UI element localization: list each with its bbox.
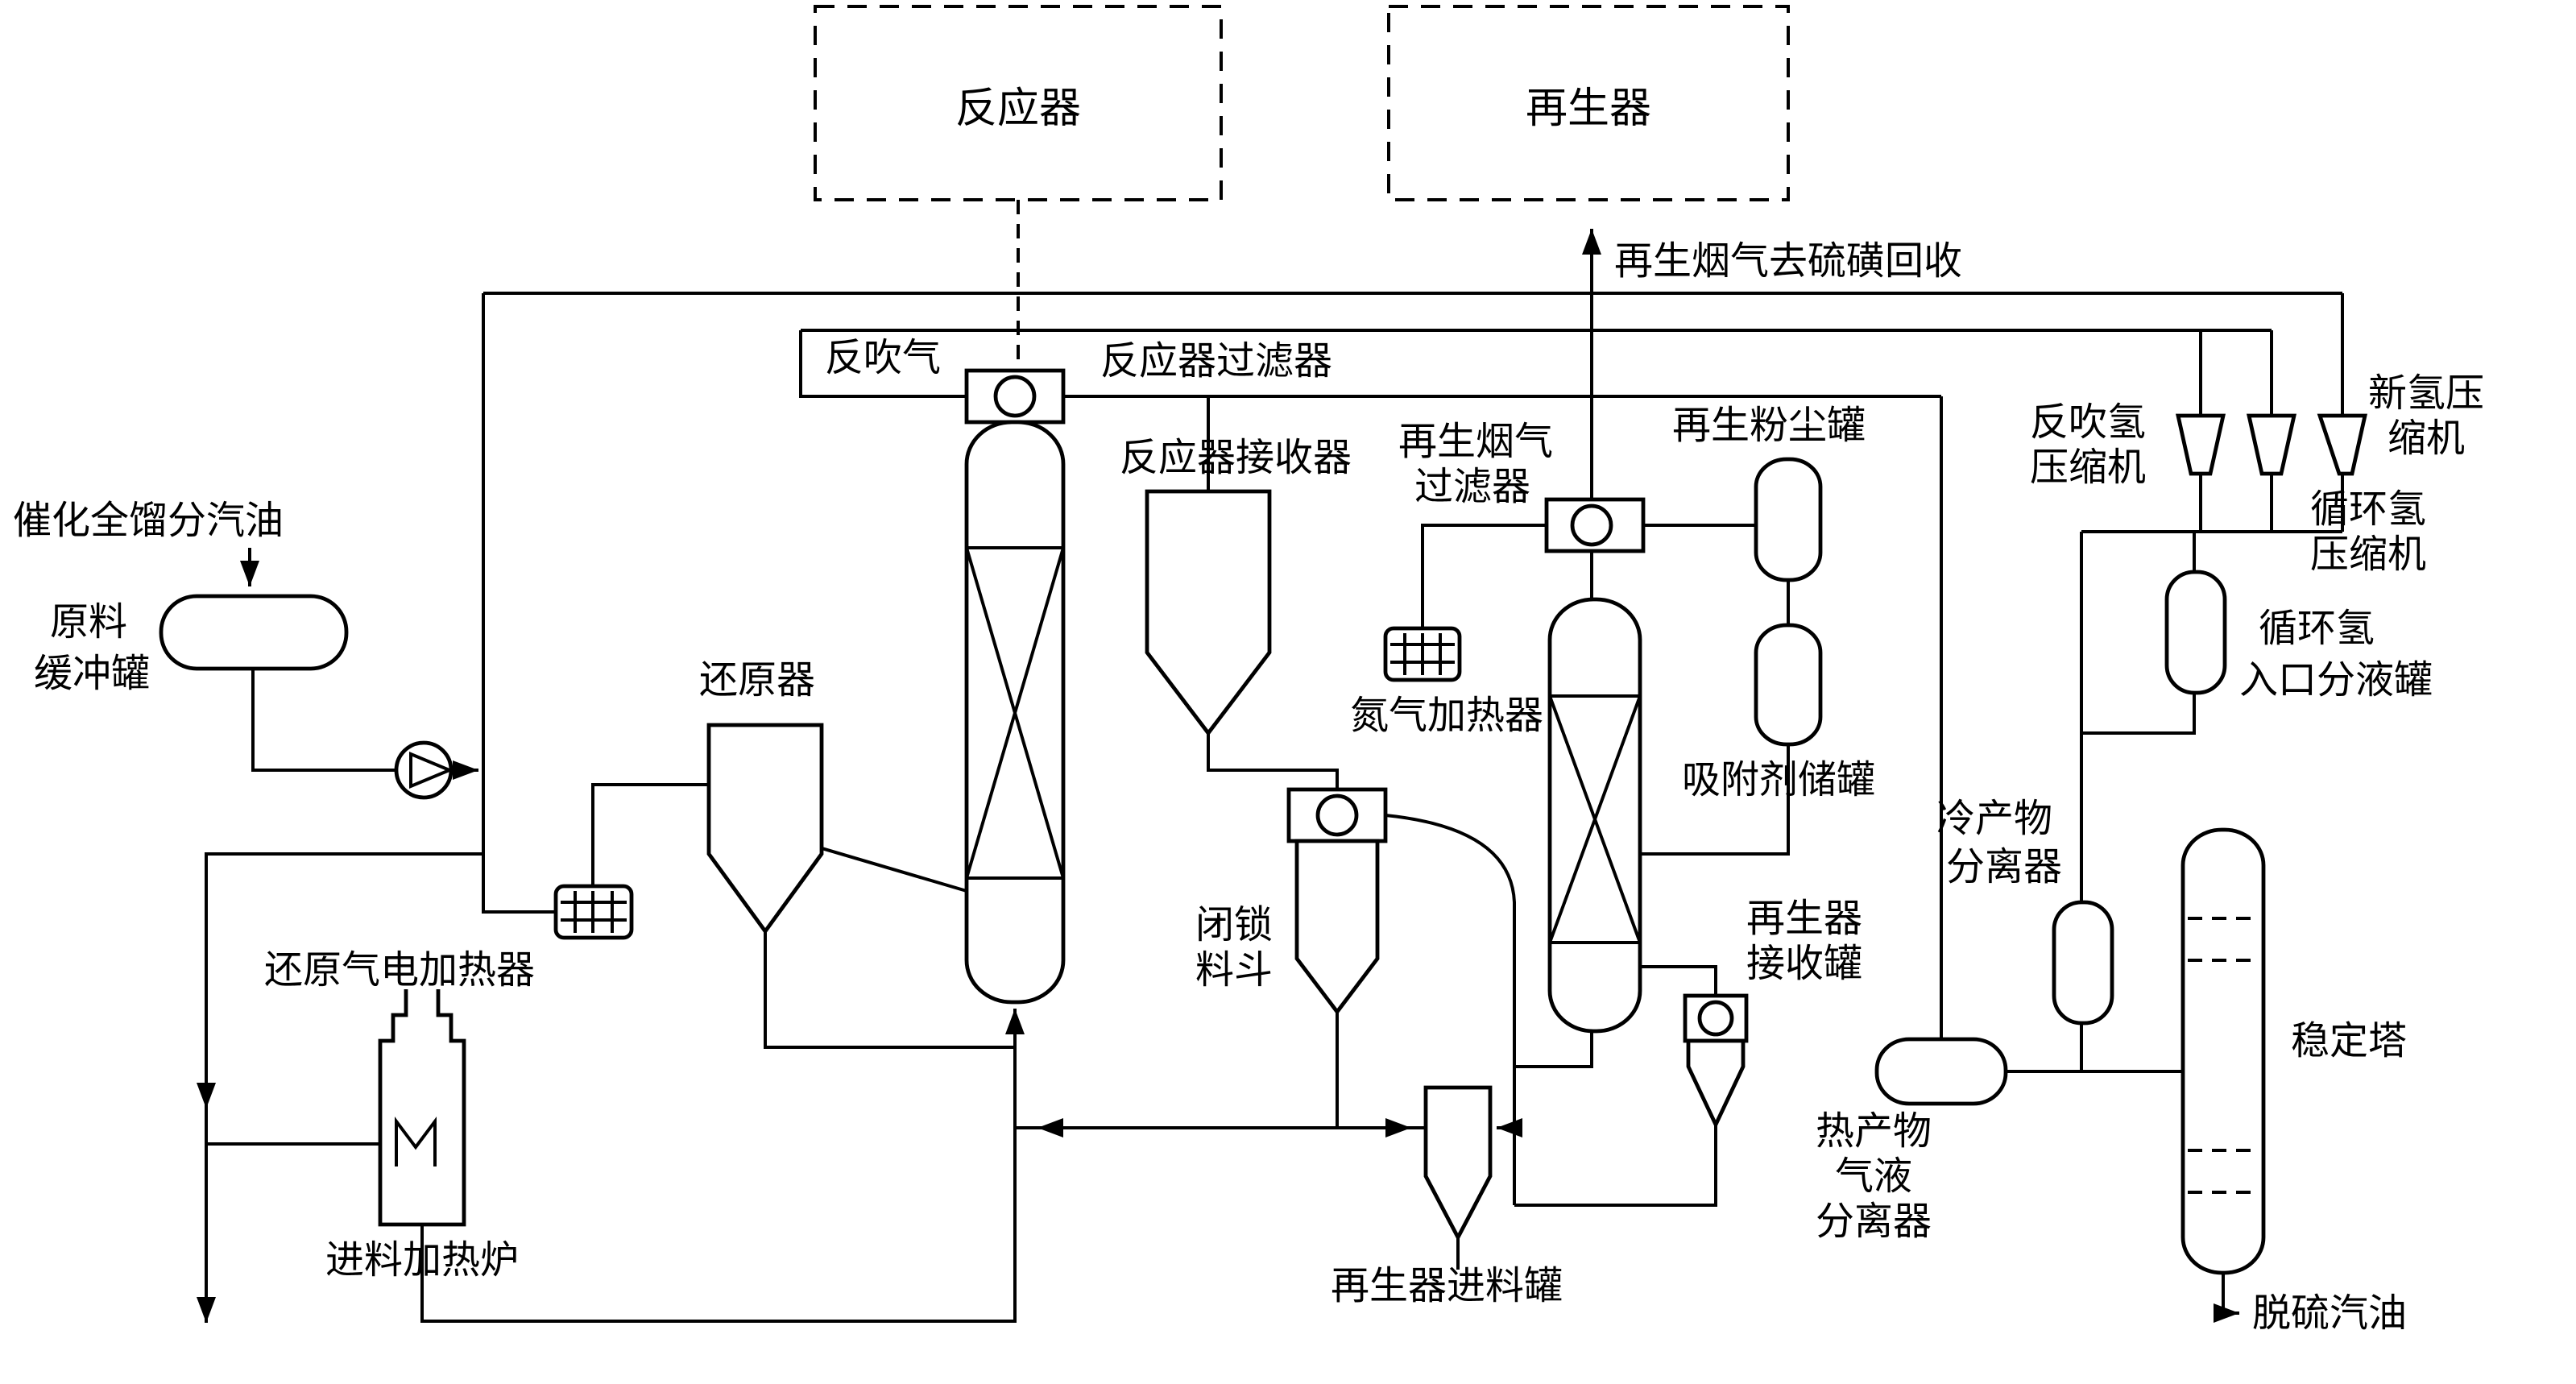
heater-to-reducer-line: [591, 783, 709, 886]
backflush-compressor-label-1: 反吹氢: [2030, 400, 2146, 445]
pipe-network: [197, 200, 2344, 1323]
adsorbent-to-regenerator-line: [1640, 744, 1790, 856]
reactor-filter-element-icon: [993, 375, 1037, 418]
recycle-compressor-label-2: 压缩机: [2310, 532, 2426, 577]
reactor-bed-cross-icon: [965, 546, 1065, 880]
adsorbent-tank-vessel: [1754, 623, 1823, 747]
regenerator-dashed-frame: [1387, 5, 1790, 201]
reducer-label: 还原器: [699, 657, 815, 702]
hot-separator-label-1: 热产物: [1816, 1108, 1932, 1154]
regenerator-bed-cross-icon: [1548, 694, 1642, 944]
reduction-gas-heater-icon: [553, 884, 634, 940]
feed-furnace-label: 进料加热炉: [325, 1237, 519, 1282]
hot-product-separator-vessel: [1874, 1037, 2008, 1106]
feed-pump-impeller-icon: [409, 752, 454, 789]
feed-furnace-body: [378, 989, 466, 1227]
regen-feed-tank-label: 再生器进料罐: [1331, 1263, 1563, 1308]
hot-separator-label-3: 分离器: [1816, 1199, 1932, 1244]
feed-buffer-drum-label-1: 原料: [50, 599, 127, 644]
regen-receiver-filter-element-icon: [1697, 1000, 1734, 1037]
recycle-h2-compressor-icon: [2247, 413, 2296, 476]
regen-dust-tank-vessel: [1754, 457, 1823, 582]
cold-separator-label-2: 分离器: [1946, 844, 2062, 889]
adsorbent-tank-label: 吸附剂储罐: [1682, 757, 1875, 802]
regen-flue-filter-label-1: 再生烟气: [1398, 419, 1553, 464]
backflush-compressor-label-2: 压缩机: [2030, 445, 2146, 490]
regen-dust-tank-label: 再生粉尘罐: [1672, 403, 1866, 448]
reducer-to-reactor-line: [813, 844, 967, 893]
reactor-receiver-vessel: [1145, 489, 1272, 736]
regenerator-frame-label: 再生器: [1526, 85, 1651, 133]
backflush-gas-to-filter-line: [799, 330, 967, 398]
stabilizer-bottoms-line: [2214, 1273, 2239, 1323]
reducer-bottom-line: [764, 931, 1015, 1049]
stabilizer-label: 稳定塔: [2291, 1018, 2407, 1063]
recycle-compressor-label-1: 循环氢: [2310, 487, 2426, 532]
feed-furnace-burner-icon: [395, 1117, 437, 1166]
reduction-heater-label: 还原气电加热器: [264, 947, 535, 992]
lock-hopper-label-1: 闭锁: [1195, 902, 1273, 947]
equipment-shapes: [159, 5, 2367, 1275]
feed-furnace-icon: [378, 989, 466, 1227]
lock-hopper-vessel: [1294, 839, 1380, 1015]
regen-receiver-vessel: [1686, 1038, 1746, 1129]
hot-separator-label-2: 气液: [1835, 1154, 1912, 1199]
lock-hopper-filter-element-icon: [1315, 794, 1359, 837]
regen-receiver-label-1: 再生器: [1746, 896, 1862, 941]
labels: 反应器 再生器 再生烟气去硫磺回收 反吹气 反应器过滤器 反应器接收器 再生烟气…: [13, 85, 2484, 1336]
desulfurized-gasoline-label: 脱硫汽油: [2252, 1291, 2407, 1336]
cold-separator-label-1: 冷产物: [1936, 796, 2052, 841]
fresh-h2-compressor-icon: [2317, 413, 2367, 476]
regen-receiver-label-2: 接收罐: [1746, 941, 1862, 986]
reduction-heater-grid: [561, 891, 627, 933]
filter-to-nitrogen-heater-line: [1421, 524, 1547, 628]
feed-buffer-drum-label-2: 缓冲罐: [34, 651, 150, 696]
lock-hopper-label-2: 料斗: [1195, 947, 1273, 992]
regen-flue-filter-label-2: 过滤器: [1414, 464, 1530, 509]
reactor-dashed-frame: [814, 5, 1223, 201]
regenerator-feed-tank-vessel: [1423, 1085, 1493, 1242]
recycle-drum-label-1: 循环氢: [2259, 606, 2375, 651]
reactor-frame-label: 反应器: [955, 85, 1081, 133]
furnace-to-reactor-line: [420, 1009, 1025, 1323]
recycle-gas-to-heater-line: [482, 293, 556, 914]
feed-buffer-drum: [159, 594, 349, 671]
reactor-filter-label: 反应器过滤器: [1100, 338, 1332, 383]
recycle-drum-label-2: 入口分液罐: [2239, 657, 2433, 702]
regenerator-to-receiver-line: [1640, 965, 1717, 996]
receiver-to-lock-hopper-line: [1207, 733, 1339, 789]
nitrogen-heater-label: 氮气加热器: [1350, 693, 1543, 738]
drum-drain-line: [2081, 693, 2196, 735]
regen-receiver-bottom-line: [1514, 1125, 1717, 1207]
feed-pump: [394, 740, 453, 800]
reactor-receiver-label: 反应器接收器: [1120, 435, 1352, 480]
feed-downcomer-line: [197, 852, 483, 1108]
buffer-drum-to-pump-line: [251, 669, 396, 772]
stabilizer-column: [2180, 827, 2266, 1275]
backflush-gas-label: 反吹气: [825, 335, 941, 380]
feed-stream-label: 催化全馏分汽油: [13, 498, 284, 543]
regenerator-bottom-line: [1514, 1031, 1593, 1068]
stabilizer-tray-lines: [2188, 917, 2259, 1194]
reducer-vessel: [706, 723, 824, 935]
fresh-compressor-label-2: 缩机: [2388, 416, 2465, 461]
regen-flue-gas-filter-element-icon: [1570, 503, 1613, 547]
lock-hopper-transport-line: [1385, 814, 1516, 1205]
recycle-h2-inlet-drum-vessel: [2164, 570, 2227, 695]
nitrogen-heater-grid: [1390, 633, 1455, 675]
fresh-compressor-label-1: 新氢压: [2368, 371, 2484, 416]
flue-gas-stream-label: 再生烟气去硫磺回收: [1614, 238, 1962, 284]
backflush-h2-compressor-icon: [2176, 413, 2226, 476]
nitrogen-heater-icon: [1383, 626, 1462, 682]
cold-product-separator-vessel: [2052, 900, 2114, 1026]
